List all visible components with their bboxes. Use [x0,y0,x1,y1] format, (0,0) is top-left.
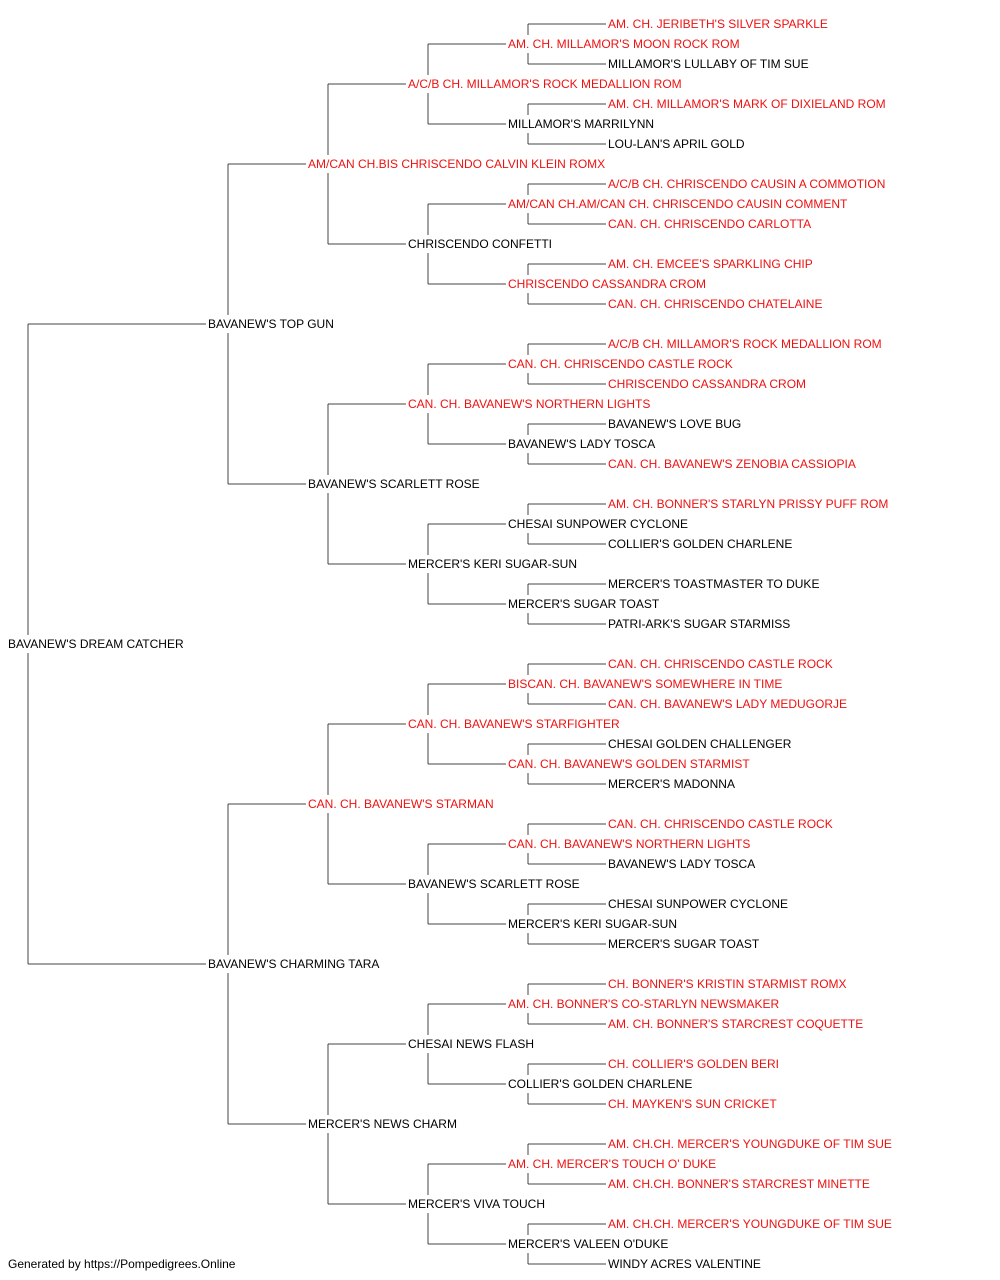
pedigree-entry-gen2[interactable]: BAVANEW'S SCARLETT ROSE [308,477,480,491]
pedigree-entry-gen3[interactable]: BAVANEW'S SCARLETT ROSE [408,877,580,891]
pedigree-entry-gen5[interactable]: AM. CH. BONNER'S STARCREST COQUETTE [608,1017,863,1031]
pedigree-entry-gen5[interactable]: PATRI-ARK'S SUGAR STARMISS [608,617,790,631]
pedigree-entry-gen5[interactable]: AM. CH. JERIBETH'S SILVER SPARKLE [608,17,828,31]
pedigree-entry-gen5[interactable]: AM. CH.CH. MERCER'S YOUNGDUKE OF TIM SUE [608,1217,892,1231]
pedigree-entry-gen4[interactable]: CHESAI SUNPOWER CYCLONE [508,517,688,531]
pedigree-entry-gen5[interactable]: CAN. CH. CHRISCENDO CASTLE ROCK [608,657,833,671]
generator-credit: Generated by https://Pompedigrees.Online [8,1257,236,1271]
pedigree-entry-gen1[interactable]: BAVANEW'S TOP GUN [208,317,334,331]
pedigree-entry-gen4[interactable]: CAN. CH. BAVANEW'S NORTHERN LIGHTS [508,837,750,851]
pedigree-entry-gen5[interactable]: AM. CH. EMCEE'S SPARKLING CHIP [608,257,813,271]
pedigree-entry-gen5[interactable]: CAN. CH. CHRISCENDO CARLOTTA [608,217,811,231]
pedigree-entry-gen4[interactable]: AM. CH. BONNER'S CO-STARLYN NEWSMAKER [508,997,780,1011]
pedigree-entry-gen5[interactable]: CH. MAYKEN'S SUN CRICKET [608,1097,777,1111]
pedigree-entry-gen4[interactable]: AM. CH. MILLAMOR'S MOON ROCK ROM [508,37,740,51]
pedigree-entry-gen0[interactable]: BAVANEW'S DREAM CATCHER [8,637,184,651]
pedigree-entry-gen3[interactable]: CAN. CH. BAVANEW'S STARFIGHTER [408,717,620,731]
pedigree-entry-gen5[interactable]: AM. CH.CH. MERCER'S YOUNGDUKE OF TIM SUE [608,1137,892,1151]
pedigree-entry-gen5[interactable]: CAN. CH. BAVANEW'S ZENOBIA CASSIOPIA [608,457,856,471]
pedigree-entry-gen5[interactable]: CHESAI GOLDEN CHALLENGER [608,737,792,751]
pedigree-entry-gen3[interactable]: CAN. CH. BAVANEW'S NORTHERN LIGHTS [408,397,650,411]
pedigree-entry-gen5[interactable]: MILLAMOR'S LULLABY OF TIM SUE [608,57,809,71]
pedigree-entry-gen5[interactable]: A/C/B CH. CHRISCENDO CAUSIN A COMMOTION [608,177,885,191]
pedigree-entry-gen5[interactable]: LOU-LAN'S APRIL GOLD [608,137,745,151]
pedigree-entry-gen4[interactable]: COLLIER'S GOLDEN CHARLENE [508,1077,692,1091]
pedigree-entry-gen4[interactable]: CAN. CH. CHRISCENDO CASTLE ROCK [508,357,733,371]
pedigree-entry-gen5[interactable]: CAN. CH. CHRISCENDO CASTLE ROCK [608,817,833,831]
pedigree-entry-gen5[interactable]: CAN. CH. BAVANEW'S LADY MEDUGORJE [608,697,847,711]
pedigree-entry-gen1[interactable]: BAVANEW'S CHARMING TARA [208,957,379,971]
pedigree-entry-gen4[interactable]: BAVANEW'S LADY TOSCA [508,437,655,451]
pedigree-entry-gen2[interactable]: MERCER'S NEWS CHARM [308,1117,457,1131]
pedigree-entry-gen5[interactable]: CH. COLLIER'S GOLDEN BERI [608,1057,779,1071]
pedigree-entry-gen3[interactable]: A/C/B CH. MILLAMOR'S ROCK MEDALLION ROM [408,77,682,91]
pedigree-entry-gen4[interactable]: MERCER'S SUGAR TOAST [508,597,660,611]
pedigree-entry-gen5[interactable]: BAVANEW'S LADY TOSCA [608,857,755,871]
pedigree-entry-gen5[interactable]: WINDY ACRES VALENTINE [608,1257,761,1271]
pedigree-entry-gen4[interactable]: CHRISCENDO CASSANDRA CROM [508,277,706,291]
pedigree-entry-gen5[interactable]: BAVANEW'S LOVE BUG [608,417,741,431]
pedigree-entry-gen5[interactable]: CH. BONNER'S KRISTIN STARMIST ROMX [608,977,847,991]
pedigree-entry-gen5[interactable]: COLLIER'S GOLDEN CHARLENE [608,537,792,551]
pedigree-entry-gen3[interactable]: MERCER'S KERI SUGAR-SUN [408,557,577,571]
pedigree-entry-gen4[interactable]: BISCAN. CH. BAVANEW'S SOMEWHERE IN TIME [508,677,782,691]
pedigree-entry-gen5[interactable]: MERCER'S MADONNA [608,777,735,791]
pedigree-entry-gen4[interactable]: MERCER'S VALEEN O'DUKE [508,1237,668,1251]
pedigree-entry-gen5[interactable]: CAN. CH. CHRISCENDO CHATELAINE [608,297,822,311]
pedigree-entry-gen5[interactable]: AM. CH. MILLAMOR'S MARK OF DIXIELAND ROM [608,97,886,111]
pedigree-entry-gen4[interactable]: CAN. CH. BAVANEW'S GOLDEN STARMIST [508,757,750,771]
pedigree-entry-gen4[interactable]: MILLAMOR'S MARRILYNN [508,117,654,131]
pedigree-entry-gen3[interactable]: MERCER'S VIVA TOUCH [408,1197,545,1211]
pedigree-entry-gen4[interactable]: AM/CAN CH.AM/CAN CH. CHRISCENDO CAUSIN C… [508,197,848,211]
pedigree-entry-gen2[interactable]: AM/CAN CH.BIS CHRISCENDO CALVIN KLEIN RO… [308,157,605,171]
pedigree-entry-gen3[interactable]: CHESAI NEWS FLASH [408,1037,534,1051]
pedigree-entry-gen2[interactable]: CAN. CH. BAVANEW'S STARMAN [308,797,494,811]
pedigree-entry-gen5[interactable]: AM. CH.CH. BONNER'S STARCREST MINETTE [608,1177,870,1191]
pedigree-entry-gen3[interactable]: CHRISCENDO CONFETTI [408,237,552,251]
pedigree-entry-gen5[interactable]: MERCER'S SUGAR TOAST [608,937,760,951]
pedigree-entry-gen5[interactable]: A/C/B CH. MILLAMOR'S ROCK MEDALLION ROM [608,337,882,351]
pedigree-entry-gen5[interactable]: CHRISCENDO CASSANDRA CROM [608,377,806,391]
pedigree-entry-gen5[interactable]: CHESAI SUNPOWER CYCLONE [608,897,788,911]
pedigree-entry-gen4[interactable]: AM. CH. MERCER'S TOUCH O' DUKE [508,1157,716,1171]
pedigree-entry-gen4[interactable]: MERCER'S KERI SUGAR-SUN [508,917,677,931]
pedigree-entry-gen5[interactable]: MERCER'S TOASTMASTER TO DUKE [608,577,819,591]
pedigree-entry-gen5[interactable]: AM. CH. BONNER'S STARLYN PRISSY PUFF ROM [608,497,888,511]
